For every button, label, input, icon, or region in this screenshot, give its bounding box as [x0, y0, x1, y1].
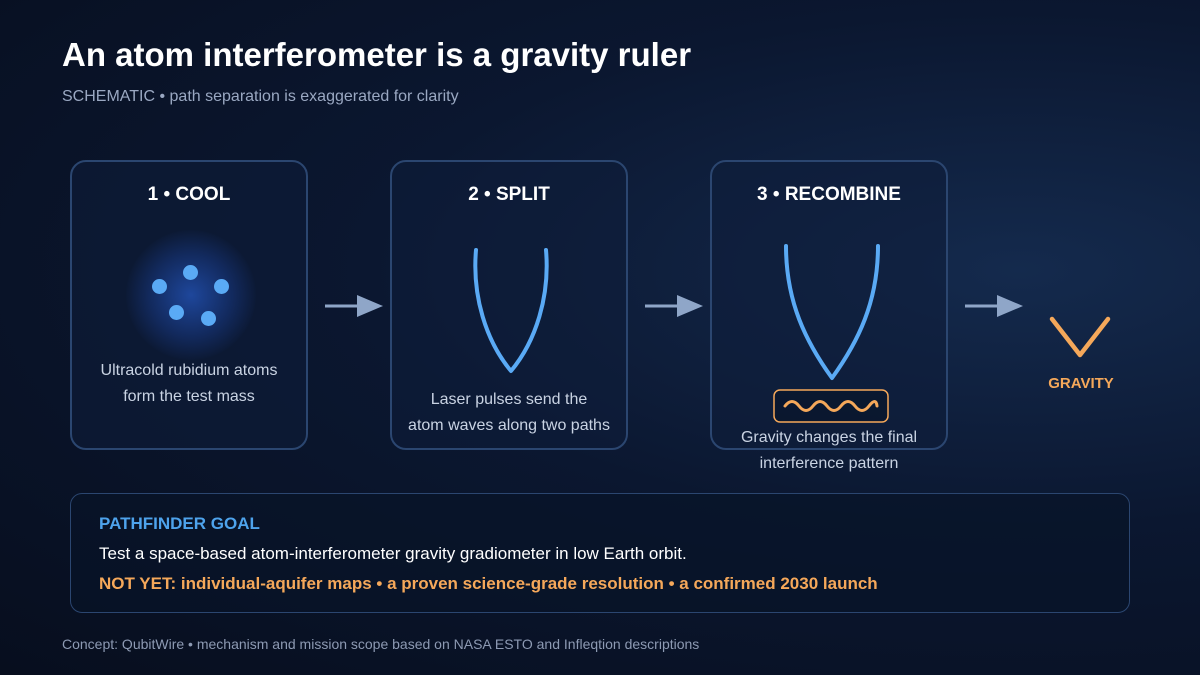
atom-dot [183, 265, 198, 280]
goal-title: PATHFINDER GOAL [99, 514, 260, 533]
arrow-right-icon [645, 295, 703, 317]
atom-dot [201, 311, 216, 326]
step-title: 3 • RECOMBINE [757, 184, 901, 205]
atom-dot [214, 279, 229, 294]
step-description: Gravity changes the final interference p… [740, 429, 918, 472]
interference-wave-icon [773, 389, 889, 423]
step-description: Laser pulses send the atom waves along t… [408, 391, 610, 434]
gravity-chevron-icon [1049, 316, 1111, 358]
pathfinder-goal-panel: PATHFINDER GOAL Test a space-based atom-… [70, 493, 1130, 613]
step-card-recombine: 3 • RECOMBINE Gravity changes the final … [710, 160, 948, 472]
step-card-split: 2 • SPLIT Laser pulses send the atom wav… [390, 160, 628, 450]
split-path-icon [473, 248, 549, 373]
step-title: 1 • COOL [147, 184, 231, 205]
atom-dot [169, 305, 184, 320]
step-title: 2 • SPLIT [468, 184, 550, 205]
arrow-right-icon [325, 295, 383, 317]
page-subtitle: SCHEMATIC • path separation is exaggerat… [62, 88, 459, 105]
step-card-cool: 1 • COOL Ultracold rubidium atoms form t… [70, 160, 308, 450]
atom-dot [152, 279, 167, 294]
page-title: An atom interferometer is a gravity rule… [62, 36, 692, 73]
gravity-label: GRAVITY [1048, 375, 1114, 392]
arrow-right-icon [965, 295, 1023, 317]
step-description: Ultracold rubidium atoms form the test m… [100, 362, 278, 405]
recombine-path-icon [784, 244, 880, 380]
footer-credit: Concept: QubitWire • mechanism and missi… [62, 636, 700, 652]
goal-text: Test a space-based atom-interferometer g… [99, 544, 687, 563]
atom-cloud-icon [126, 230, 256, 360]
goal-not-yet: NOT YET: individual-aquifer maps • a pro… [99, 574, 878, 593]
